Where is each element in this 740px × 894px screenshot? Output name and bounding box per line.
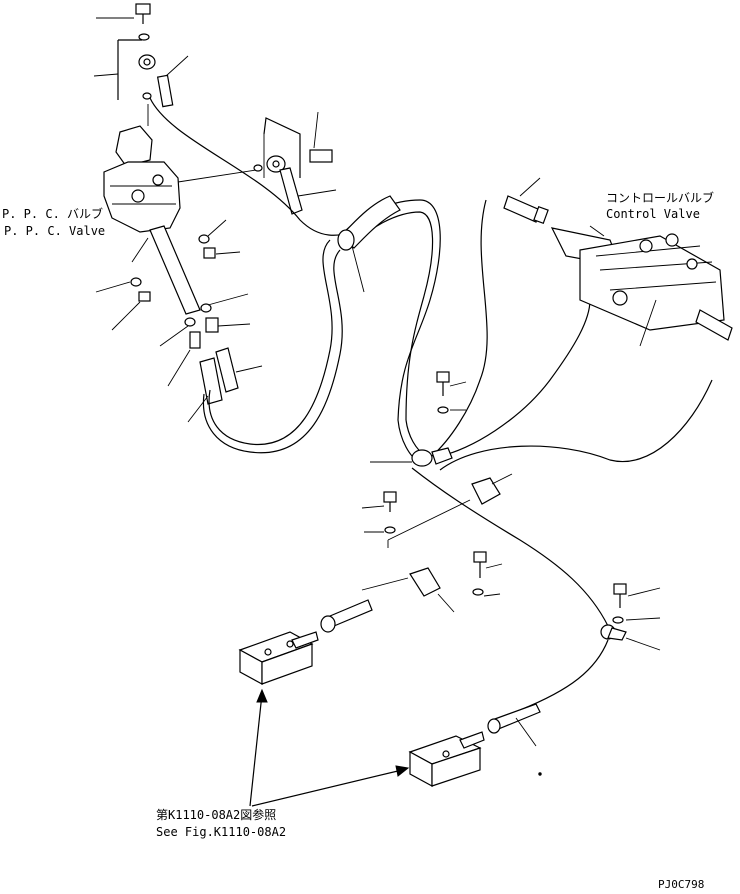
ppc-valve-label-en: P. P. C. Valve	[4, 224, 105, 238]
top-bolt-assembly	[93, 3, 189, 108]
reference-arrows	[249, 688, 542, 807]
hose-routing	[149, 97, 713, 711]
drawing-code: PJ0C798	[658, 878, 704, 891]
center-bolt-assembly	[436, 371, 513, 505]
reference-note-jp: 第K1110-08A2図参照	[156, 807, 276, 822]
control-valve-label-en: Control Valve	[606, 207, 700, 221]
elbow-fitting	[263, 111, 337, 215]
solenoid-valve-upper	[238, 631, 319, 686]
lower-clamp-assembly	[320, 551, 503, 633]
solenoid-valve-lower	[408, 703, 541, 788]
control-valve	[503, 177, 733, 347]
ppc-valve-label-jp: P. P. C. バルブ	[2, 206, 103, 221]
reference-note-en: See Fig.K1110-08A2	[156, 825, 286, 839]
ppc-fittings	[95, 219, 263, 423]
right-bolt-assembly	[600, 583, 661, 651]
ppc-valve	[103, 104, 263, 315]
control-valve-label-jp: コントロールバルブ	[606, 190, 714, 205]
left-bracket-assembly	[361, 491, 471, 548]
